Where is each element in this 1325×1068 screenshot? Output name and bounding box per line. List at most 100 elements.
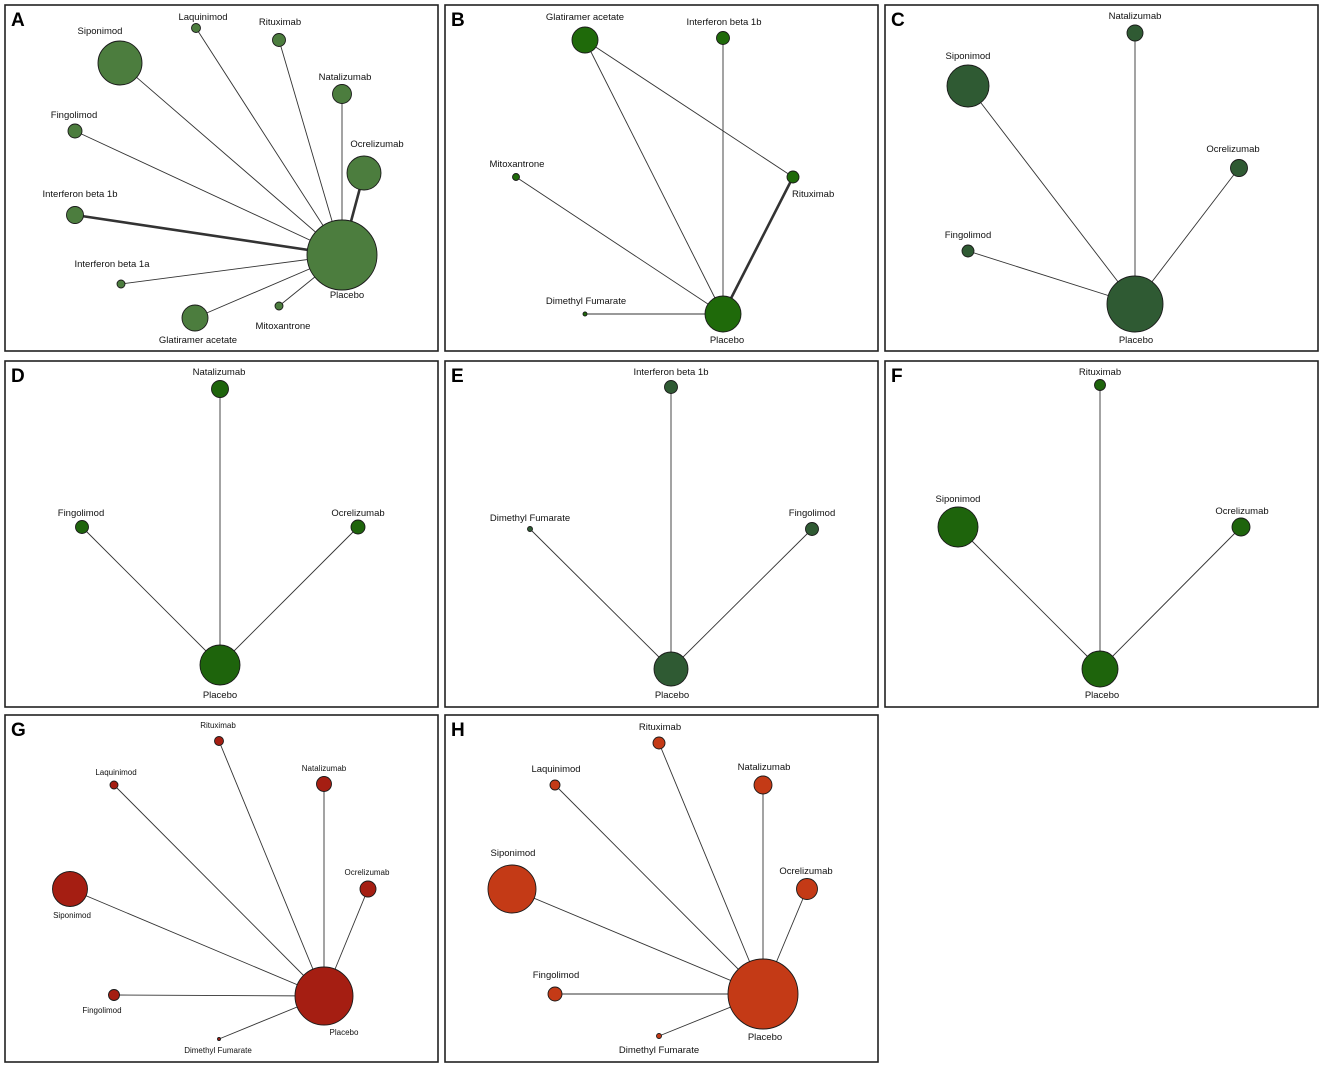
panel-frame	[884, 4, 1319, 352]
node-label-rituximab: Rituximab	[639, 722, 681, 733]
node-placebo	[653, 651, 689, 687]
node-siponimod	[52, 871, 88, 907]
node-label-ocrelizumab: Ocrelizumab	[350, 139, 403, 150]
node-mitoxantrone	[274, 301, 284, 311]
node-dimethyl-fumarate	[527, 526, 533, 532]
node-label-mitoxantrone: Mitoxantrone	[490, 159, 545, 170]
node-label-siponimod: Siponimod	[936, 494, 981, 505]
edge-mitoxantrone-placebo	[515, 176, 724, 315]
node-label-dimethyl-fumarate: Dimethyl Fumarate	[619, 1045, 699, 1056]
panel-letter: E	[451, 366, 464, 387]
node-label-ocrelizumab: Ocrelizumab	[1206, 144, 1259, 155]
edge-rituximab-placebo	[721, 176, 795, 315]
node-ocrelizumab	[1230, 159, 1248, 177]
node-label-placebo: Placebo	[1085, 690, 1119, 701]
node-label-placebo: Placebo	[1119, 335, 1153, 346]
edge-siponimod-placebo	[119, 62, 343, 256]
node-label-siponimod: Siponimod	[491, 848, 536, 859]
node-siponimod	[97, 40, 143, 86]
node-ocrelizumab	[1231, 517, 1251, 537]
node-label-laquinimod: Laquinimod	[95, 768, 136, 777]
node-ocrelizumab	[359, 880, 377, 898]
node-label-fingolimod: Fingolimod	[51, 110, 97, 121]
edge-rituximab-placebo	[218, 740, 325, 997]
node-placebo	[294, 966, 354, 1026]
node-interferon-beta-1b	[66, 206, 84, 224]
node-dimethyl-fumarate	[217, 1037, 221, 1041]
edge-siponimod-placebo	[967, 85, 1136, 305]
panel-letter: G	[11, 720, 26, 741]
node-placebo	[704, 295, 742, 333]
edge-interferon-beta-1a-placebo	[120, 254, 343, 285]
node-label-fingolimod: Fingolimod	[82, 1006, 121, 1015]
node-fingolimod	[67, 123, 83, 139]
edge-siponimod-placebo	[69, 888, 325, 997]
node-label-placebo: Placebo	[330, 290, 364, 301]
edge-siponimod-placebo	[957, 526, 1101, 670]
node-ocrelizumab	[796, 878, 818, 900]
node-natalizumab	[211, 380, 229, 398]
node-mitoxantrone	[512, 173, 520, 181]
node-rituximab	[652, 736, 666, 750]
node-natalizumab	[316, 776, 332, 792]
network-panel-c: CPlaceboSiponimodNatalizumabOcrelizumabF…	[884, 4, 1319, 352]
edge-ocrelizumab-placebo	[219, 526, 359, 666]
edge-laquinimod-placebo	[195, 27, 343, 256]
node-label-fingolimod: Fingolimod	[789, 508, 835, 519]
edge-rituximab-placebo	[278, 39, 343, 256]
node-label-rituximab: Rituximab	[792, 189, 834, 200]
node-fingolimod	[108, 989, 120, 1001]
node-glatiramer-acetate	[181, 304, 209, 332]
node-rituximab	[214, 736, 224, 746]
node-label-natalizumab: Natalizumab	[302, 764, 347, 773]
edge-laquinimod-placebo	[113, 784, 325, 997]
node-label-placebo: Placebo	[655, 690, 689, 701]
node-laquinimod	[549, 779, 561, 791]
node-dimethyl-fumarate	[582, 311, 588, 317]
edge-fingolimod-placebo	[670, 528, 813, 670]
edge-rituximab-placebo	[658, 742, 764, 995]
node-laquinimod	[191, 23, 201, 33]
node-label-rituximab: Rituximab	[259, 17, 301, 28]
node-label-siponimod: Siponimod	[53, 911, 91, 920]
node-label-laquinimod: Laquinimod	[178, 12, 227, 23]
edge-fingolimod-placebo	[74, 130, 343, 256]
node-label-interferon-beta-1b: Interferon beta 1b	[687, 17, 762, 28]
panel-letter: C	[891, 10, 905, 31]
node-label-ocrelizumab: Ocrelizumab	[1215, 506, 1268, 517]
edge-laquinimod-placebo	[554, 784, 764, 995]
node-label-placebo: Placebo	[748, 1032, 782, 1043]
node-dimethyl-fumarate	[656, 1033, 662, 1039]
node-fingolimod	[75, 520, 89, 534]
edge-glatiramer-acetate-placebo	[584, 39, 724, 315]
node-natalizumab	[1126, 24, 1144, 42]
node-label-fingolimod: Fingolimod	[533, 970, 579, 981]
edge-fingolimod-placebo	[113, 994, 325, 997]
node-label-laquinimod: Laquinimod	[531, 764, 580, 775]
node-glatiramer-acetate	[571, 26, 599, 54]
node-label-natalizumab: Natalizumab	[193, 367, 246, 378]
node-ocrelizumab	[350, 519, 366, 535]
node-interferon-beta-1a	[116, 279, 126, 289]
node-siponimod	[946, 64, 990, 108]
panel-frame	[444, 4, 879, 352]
node-laquinimod	[109, 780, 119, 790]
edge-glatiramer-acetate-rituximab	[584, 39, 794, 178]
node-interferon-beta-1b	[716, 31, 730, 45]
edge-fingolimod-placebo	[967, 250, 1136, 305]
node-label-siponimod: Siponimod	[946, 51, 991, 62]
node-label-rituximab: Rituximab	[200, 721, 236, 730]
node-siponimod	[487, 864, 537, 914]
node-label-ocrelizumab: Ocrelizumab	[331, 508, 384, 519]
node-label-placebo: Placebo	[203, 690, 237, 701]
node-label-glatiramer-acetate: Glatiramer acetate	[546, 12, 624, 23]
node-label-dimethyl-fumarate: Dimethyl Fumarate	[490, 513, 570, 524]
node-label-rituximab: Rituximab	[1079, 367, 1121, 378]
node-label-interferon-beta-1b: Interferon beta 1b	[634, 367, 709, 378]
panel-letter: F	[891, 366, 903, 387]
